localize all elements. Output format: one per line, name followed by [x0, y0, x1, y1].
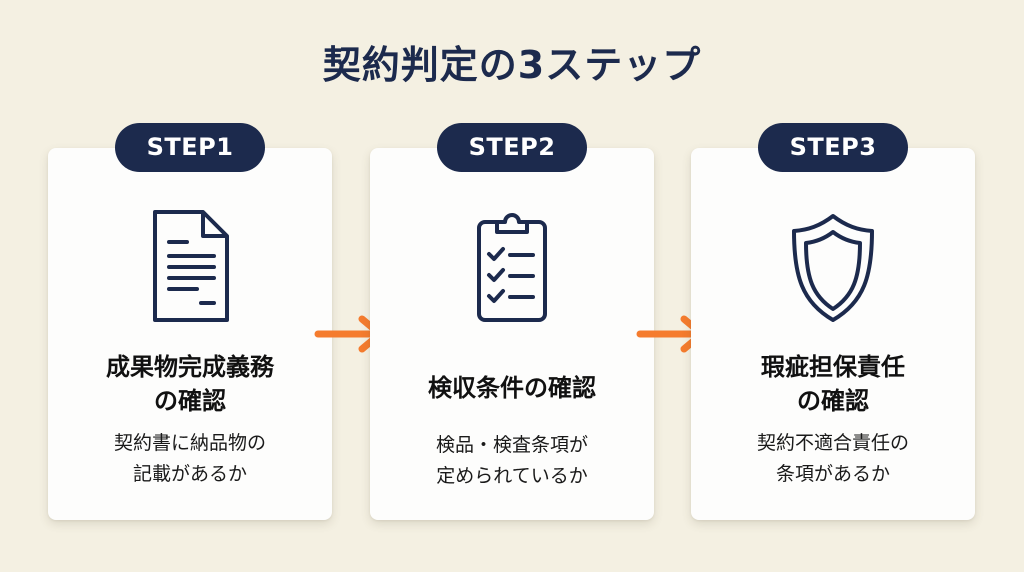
heading-line: 検収条件の確認 — [428, 374, 596, 402]
description-line: 定められているか — [436, 465, 588, 487]
heading-line: 成果物完成義務 — [106, 353, 274, 381]
step-description-2: 検品・検査条項が 定められているか — [370, 430, 654, 492]
step-badge-1: STEP1 — [115, 123, 265, 172]
shield-icon — [792, 214, 874, 322]
step-card-2: STEP2 検収条件の確認 検品・検査条項が 定められているか — [370, 123, 654, 520]
heading-line: 瑕疵担保責任 — [761, 353, 905, 381]
step-card-3: STEP3 瑕疵担保責任 の確認 契約不適合責任の 条項があるか — [691, 123, 975, 520]
description-line: 契約不適合責任の — [756, 432, 909, 454]
description-line: 契約書に納品物の — [113, 432, 266, 454]
page-title: 契約判定の3ステップ — [322, 43, 702, 87]
heading-line: の確認 — [797, 387, 869, 415]
step-heading-1: 成果物完成義務 の確認 — [48, 350, 332, 418]
document-icon — [153, 210, 229, 322]
step-badge-3: STEP3 — [758, 123, 908, 172]
description-line: 検品・検査条項が — [435, 434, 588, 456]
step-heading-3: 瑕疵担保責任 の確認 — [691, 350, 975, 418]
step-heading-2: 検収条件の確認 — [370, 371, 654, 405]
description-line: 記載があるか — [132, 463, 247, 485]
clipboard-checklist-icon — [477, 213, 547, 322]
step-description-3: 契約不適合責任の 条項があるか — [691, 428, 975, 490]
description-line: 条項があるか — [775, 463, 890, 485]
step-badge-2: STEP2 — [437, 123, 587, 172]
step-card-1: STEP1 成果物完成義務 の確認 契約書に納品物の 記載があるか — [48, 123, 332, 520]
step-description-1: 契約書に納品物の 記載があるか — [48, 428, 332, 490]
heading-line: の確認 — [154, 387, 226, 415]
